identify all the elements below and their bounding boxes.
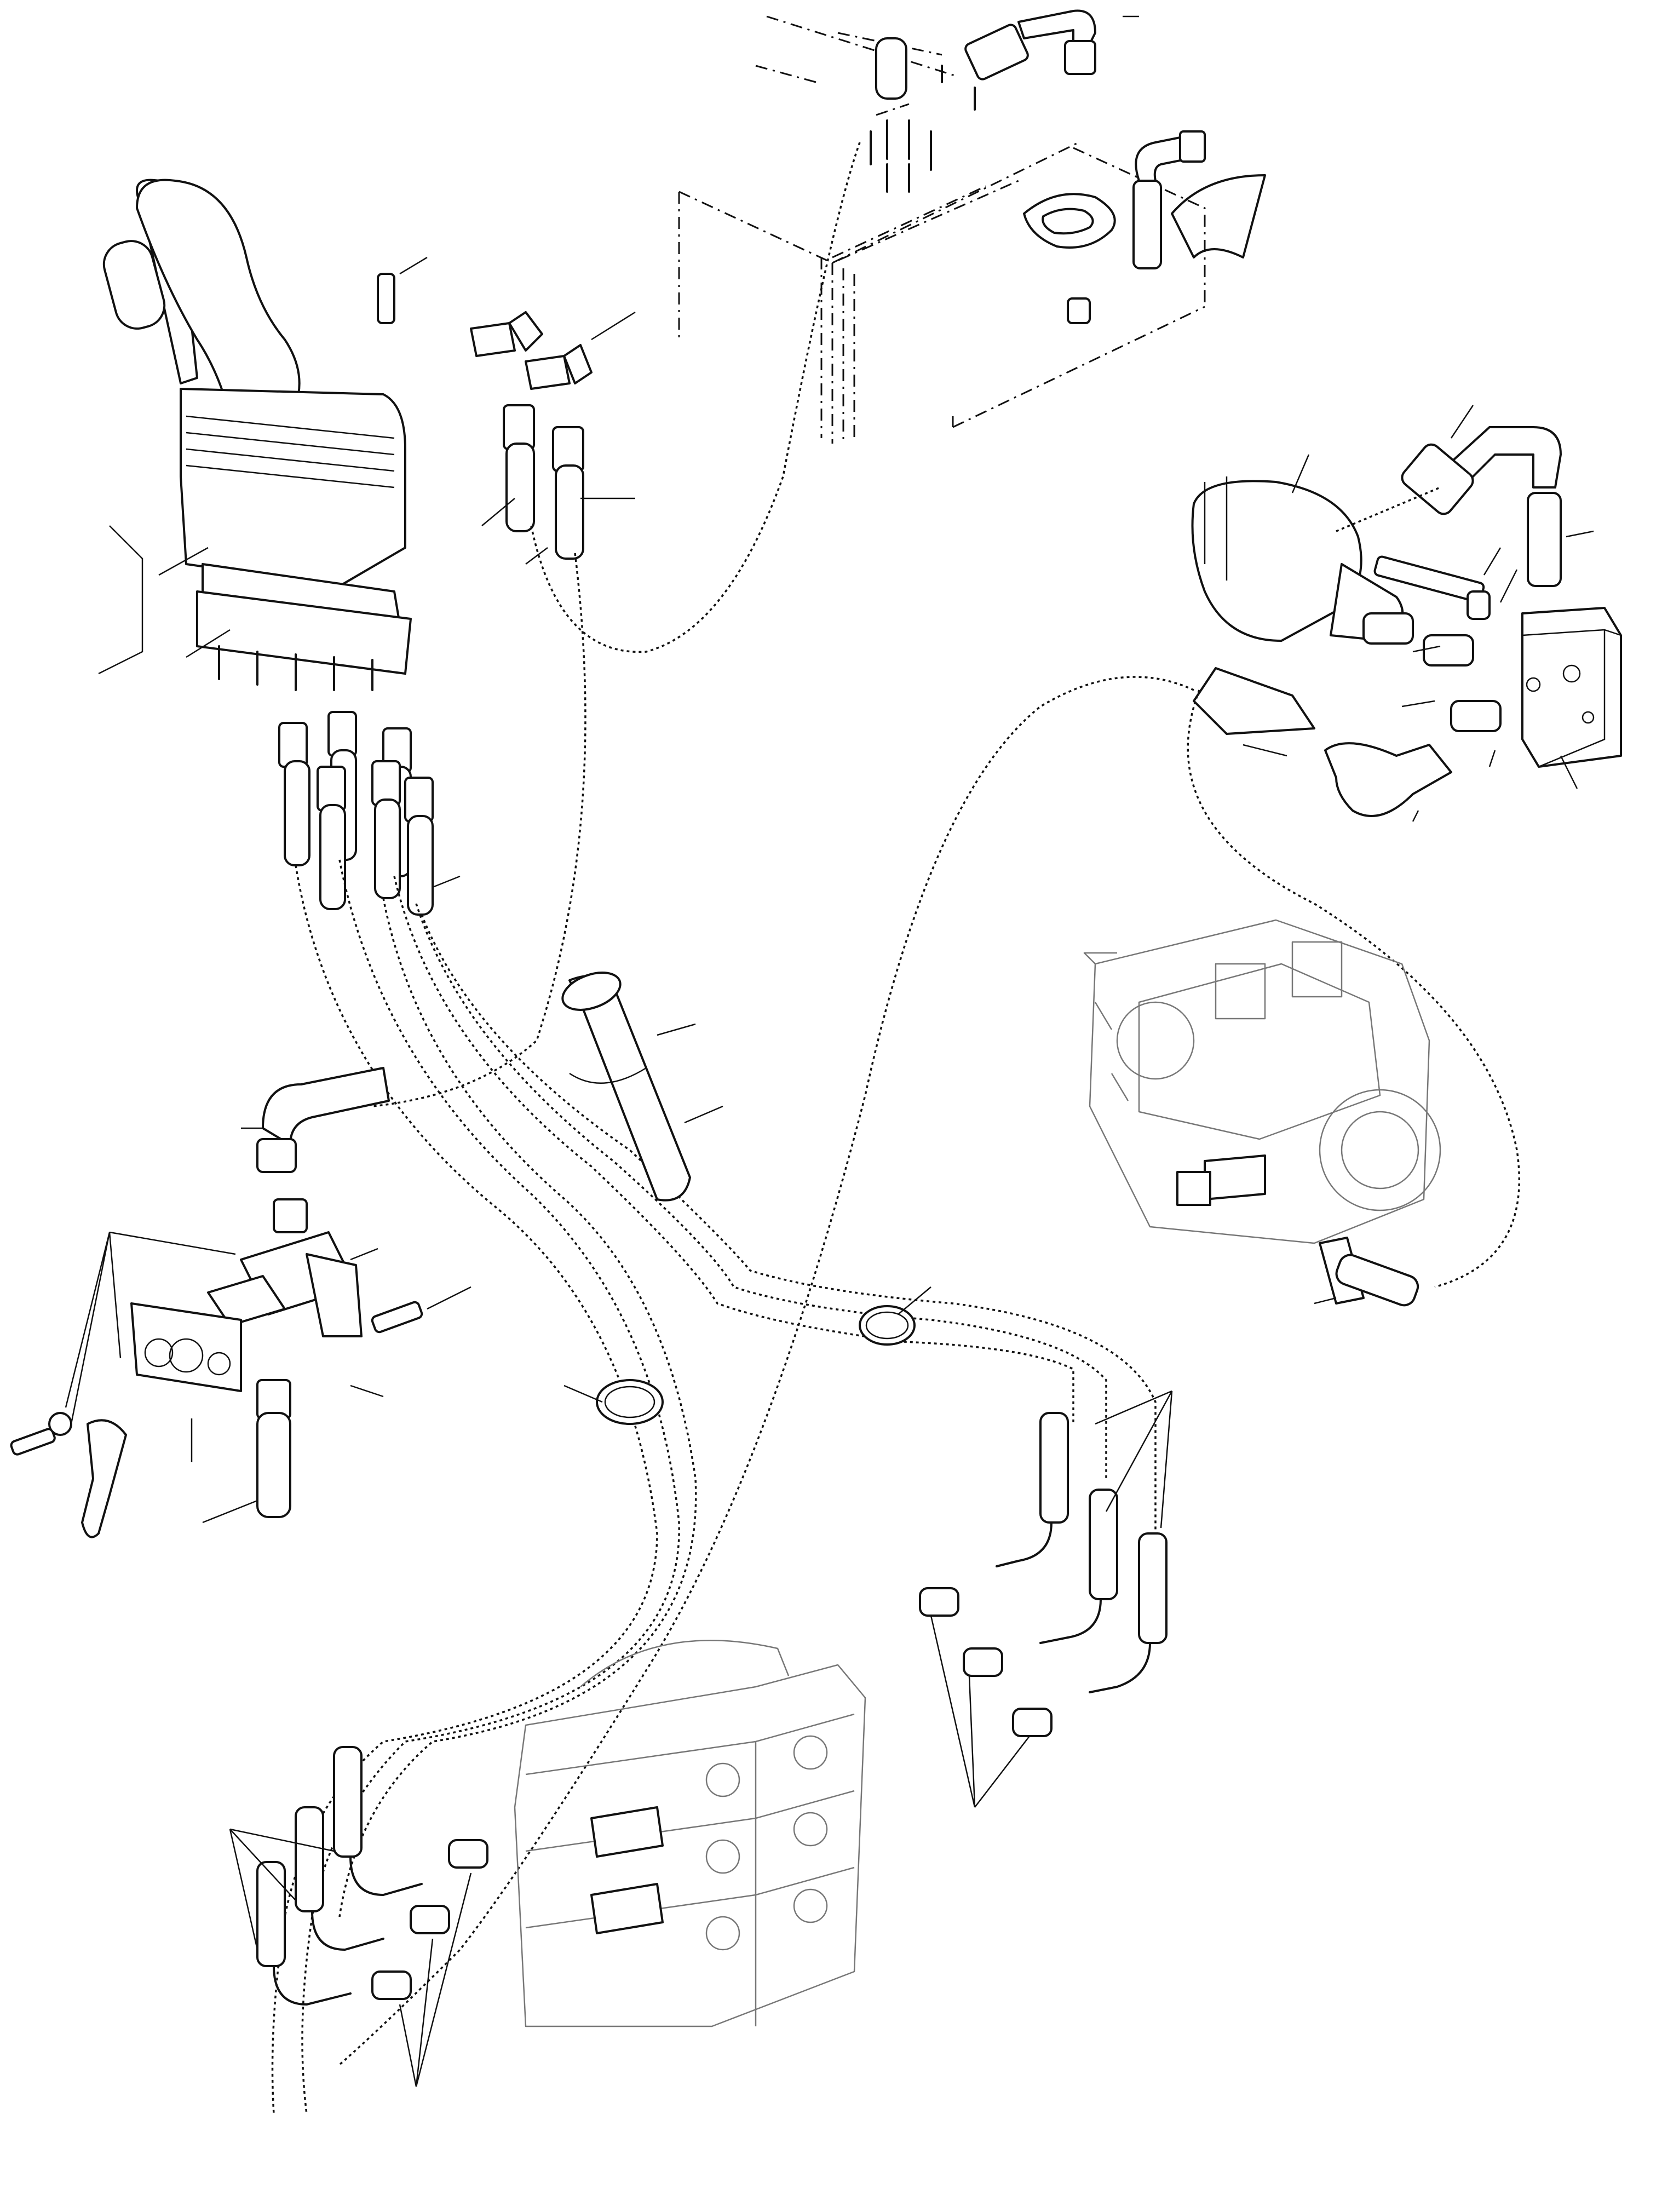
control-valve-bank: [514, 1640, 866, 2027]
bolt: [371, 1301, 423, 1334]
joystick-hoses: [271, 711, 1157, 2115]
valve-bank-fittings: [256, 1412, 1168, 2006]
tee-valve-assembly: [207, 1067, 390, 1518]
hydraulic-tank: [678, 9, 1266, 444]
hydraulic-pump: [1083, 919, 1441, 1307]
bolt: [377, 273, 395, 324]
protective-sleeve: [561, 972, 691, 1202]
joystick-hose-fittings: [278, 711, 434, 916]
tank-return-pipe: [875, 9, 1096, 100]
leader-lines: [65, 15, 1594, 2087]
tank-breather-pipe: [1132, 130, 1206, 269]
manifold-block: [1521, 607, 1622, 768]
joystick-control-valve: [102, 179, 412, 691]
elbow-fittings: [372, 142, 861, 1107]
mounting-plate: [130, 1302, 242, 1392]
hose-clamp: [596, 1305, 916, 1425]
control-lever: [10, 1412, 127, 1538]
tank-studs: [870, 65, 976, 193]
